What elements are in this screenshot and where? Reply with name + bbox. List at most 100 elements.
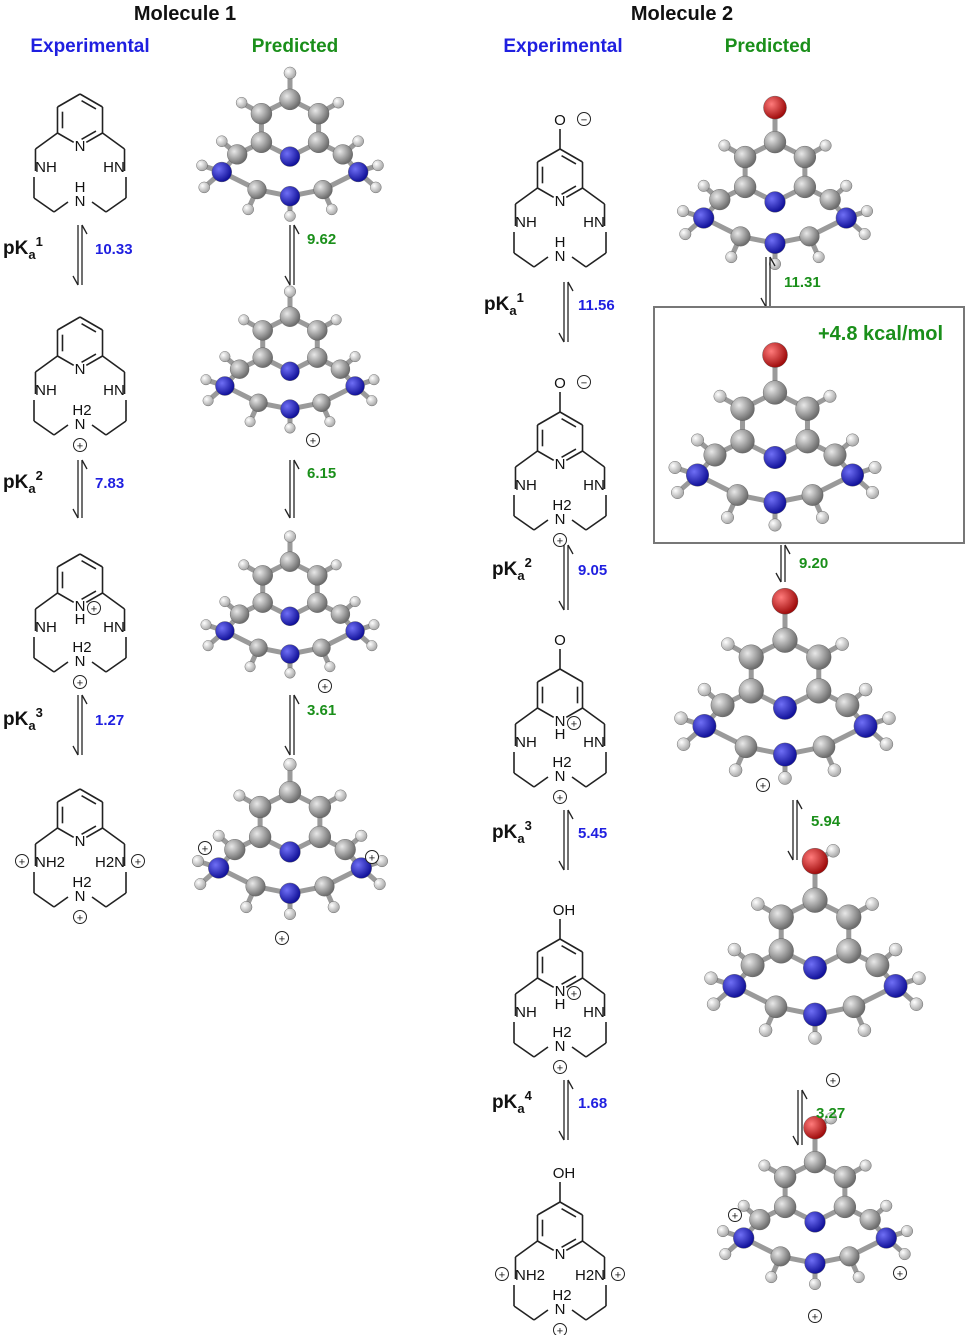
equilibrium-arrow-m2-exp-1 <box>558 544 574 611</box>
hydrogen-atom <box>679 228 692 241</box>
model-charge-m1-2-0: + <box>322 682 328 694</box>
bond <box>582 450 605 468</box>
hydrogen-atom <box>244 661 256 673</box>
carbon-atom <box>738 644 764 670</box>
hydrogen-atom <box>909 997 924 1011</box>
bond <box>513 252 535 268</box>
carbon-atom <box>802 887 828 913</box>
carbon-atom <box>763 130 787 154</box>
carbon-atom <box>730 396 755 421</box>
right-amine-label: H2N <box>575 1267 605 1284</box>
pred-pka-value-m2-2: 9.20 <box>799 555 828 572</box>
molecule-2-predicted-header: Predicted <box>725 36 812 57</box>
bond <box>533 776 549 788</box>
hydrogen-atom <box>284 667 296 679</box>
bond <box>515 707 538 725</box>
pred-pka-value-m2-4: 3.27 <box>816 1105 845 1122</box>
carbon-atom <box>245 876 266 897</box>
bond <box>57 132 75 144</box>
double-bond <box>81 590 97 601</box>
nitrogen-atom <box>764 232 786 254</box>
reverse-arrow-head <box>81 224 88 235</box>
hydrogen-atom <box>823 389 837 403</box>
hydrogen-atom <box>202 395 214 407</box>
bond <box>582 1240 605 1258</box>
reverse-arrow-head <box>796 799 803 810</box>
pred-pka-value-m1-2: 6.15 <box>307 465 336 482</box>
bond <box>559 938 583 953</box>
carbon-atom <box>248 825 272 849</box>
nitrogen-atom <box>279 146 301 167</box>
model-charge-m2-4-2-ring <box>808 1309 822 1323</box>
carbon-atom <box>865 953 890 978</box>
bond <box>585 1305 607 1321</box>
hydrogen-atom <box>719 1248 732 1261</box>
bond <box>35 132 58 150</box>
pyridine-n-label: N <box>75 598 86 615</box>
carbon-atom <box>307 592 328 613</box>
bond <box>91 201 107 213</box>
hydrogen-atom <box>324 661 336 673</box>
oxide-minus-ring <box>577 112 591 126</box>
carbon-atom <box>819 189 841 211</box>
bond <box>57 553 81 568</box>
carbon-atom <box>334 839 356 861</box>
hydrogen-atom <box>242 203 254 216</box>
bond <box>91 896 107 908</box>
hydrogen-atom <box>859 1159 872 1172</box>
double-bond <box>81 130 97 141</box>
hydrogen-atom <box>697 682 712 697</box>
central-plus: + <box>557 1326 563 1335</box>
double-bond <box>561 154 577 165</box>
central-h2-label: H2 <box>72 639 91 656</box>
bond <box>565 450 583 462</box>
bond <box>582 707 605 725</box>
hydrogen-atom <box>212 829 225 842</box>
pyridine-plus-ring <box>567 986 581 1000</box>
reverse-arrow-head <box>81 459 88 470</box>
top-oxygen-label: O <box>554 375 566 392</box>
model-charge-m1-3-1-ring <box>365 850 379 864</box>
carbon-atom <box>823 443 847 467</box>
forward-arrow-head <box>284 275 291 286</box>
left-amine-plus: + <box>499 1270 505 1282</box>
hydrogen-atom <box>888 942 903 957</box>
bond <box>533 1046 549 1058</box>
forward-arrow-head <box>284 745 291 756</box>
exp-pka-value-m1-3: 1.27 <box>95 712 124 729</box>
hydrogen-atom <box>355 829 368 842</box>
hydrogen-atom <box>691 433 704 447</box>
pka-prefix: pK <box>492 1092 518 1113</box>
carbon-atom <box>795 396 820 421</box>
pyridine-n-label: N <box>555 1246 566 1263</box>
carbon-atom <box>279 551 301 572</box>
bond <box>33 420 55 436</box>
hydrogen-atom <box>330 314 342 326</box>
pka-label-m1-2: pKa2 <box>3 468 43 496</box>
hydrogen-atom <box>725 251 738 264</box>
hydrogen-atom <box>819 139 832 152</box>
nitrogen-atom <box>345 376 365 396</box>
carbon-atom <box>314 876 335 897</box>
central-h-label: H <box>75 179 86 196</box>
reverse-arrow-head <box>801 1089 808 1100</box>
left-amine-plus-ring <box>495 1267 509 1281</box>
bond <box>57 592 75 604</box>
hydrogen-atom <box>192 855 204 868</box>
forward-arrow-head <box>558 1130 565 1141</box>
right-amine-plus: + <box>135 857 141 869</box>
carbon-atom <box>312 393 331 412</box>
bond <box>582 977 605 995</box>
carbon-atom <box>835 693 860 718</box>
model-charge-m1-3-0-ring <box>198 841 212 855</box>
carbon-atom <box>803 1150 827 1174</box>
bond <box>533 519 549 531</box>
bond <box>585 515 607 531</box>
carbon-atom <box>730 429 755 454</box>
nitrogen-atom <box>853 714 878 738</box>
carbon-atom <box>307 565 328 586</box>
carbon-atom <box>740 953 765 978</box>
bond <box>537 977 555 989</box>
